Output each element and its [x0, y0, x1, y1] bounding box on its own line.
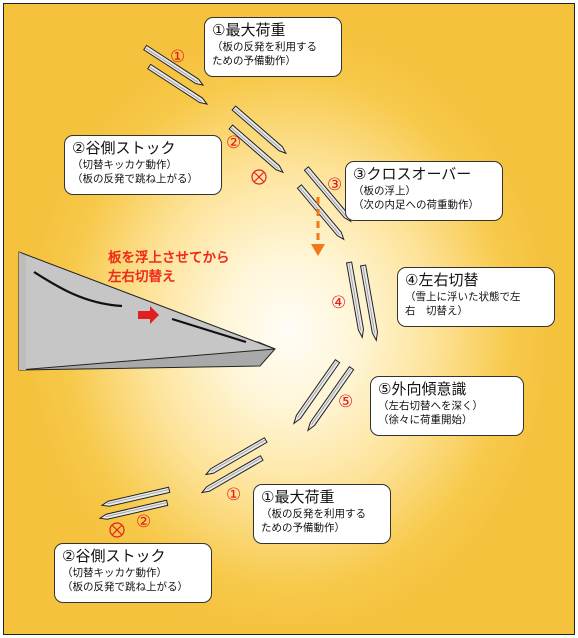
callout-line: （徐々に荷重開始） — [378, 414, 473, 426]
callout-title: ①最大荷重 — [212, 21, 286, 39]
callout-title: ⑤外向傾意識 — [378, 380, 467, 398]
marker-5: ⑤ — [338, 392, 354, 412]
pole-plant-mark-top — [251, 169, 267, 185]
callout-line: 右 切替え） — [405, 305, 468, 317]
callout-line: ための予備動作） — [261, 522, 345, 534]
callout-line: （左右切替へを深く） — [378, 400, 483, 412]
callout-title: ①最大荷重 — [261, 488, 335, 506]
callout-line: （板の浮上） — [353, 185, 416, 197]
callout-title: ③クロスオーバー — [353, 165, 472, 183]
callout-line: （次の内足への荷重動作） — [353, 199, 479, 211]
callout-title: ②谷側ストック — [72, 139, 176, 157]
callout-crossover: ③クロスオーバー （板の浮上） （次の内足への荷重動作） — [345, 161, 503, 221]
callout-outward-angulation: ⑤外向傾意識 （左右切替へを深く） （徐々に荷重開始） — [370, 376, 524, 436]
marker-2-top: ② — [226, 133, 242, 153]
marker-3: ③ — [327, 175, 343, 195]
callout-title: ④左右切替 — [405, 271, 479, 289]
float-switch-note-line1: 板を浮上させてから — [108, 250, 230, 266]
marker-4: ④ — [331, 293, 347, 313]
callout-max-load-bottom: ①最大荷重 （板の反発を利用する ための予備動作） — [253, 484, 391, 544]
marker-1-bottom: ① — [226, 485, 242, 505]
callout-title: ②谷側ストック — [62, 547, 166, 565]
callout-line: （板の反発を利用する — [212, 41, 317, 53]
dashed-down-arrow — [311, 197, 325, 256]
callout-switch: ④左右切替 （雪上に浮いた状態で左 右 切替え） — [397, 267, 555, 327]
float-switch-note: 板を浮上させてから 左右切替え — [108, 249, 230, 287]
callout-line: （板の反発で跳ね上がる） — [72, 173, 198, 185]
callout-max-load-top: ①最大荷重 （板の反発を利用する ための予備動作） — [204, 17, 342, 77]
callout-line: （切替キッカケ動作） — [62, 567, 167, 579]
callout-line: （板の反発で跳ね上がる） — [62, 581, 188, 593]
diagram-art — [18, 44, 380, 538]
ski-pair-4-switch — [346, 261, 380, 342]
diagram-frame: ① ② ③ ④ ⑤ ① ② 板を浮上させてから 左右切替え ①最大荷重 （板の反… — [3, 3, 575, 635]
pole-plant-mark-bottom — [109, 522, 125, 538]
callout-line: （切替キッカケ動作） — [72, 159, 177, 171]
callout-pole-plant-bottom: ②谷側ストック （切替キッカケ動作） （板の反発で跳ね上がる） — [54, 543, 212, 603]
callout-line: ための予備動作） — [212, 55, 296, 67]
marker-2-bottom: ② — [136, 512, 152, 532]
ski-pair-2-bottom — [98, 486, 171, 522]
marker-1-top: ① — [170, 47, 186, 67]
callout-pole-plant-top: ②谷側ストック （切替キッカケ動作） （板の反発で跳ね上がる） — [64, 135, 222, 195]
float-switch-note-line2: 左右切替え — [108, 269, 176, 285]
callout-line: （板の反発を利用する — [261, 508, 366, 520]
callout-line: （雪上に浮いた状態で左 — [405, 291, 521, 303]
slope-inset — [18, 251, 276, 371]
